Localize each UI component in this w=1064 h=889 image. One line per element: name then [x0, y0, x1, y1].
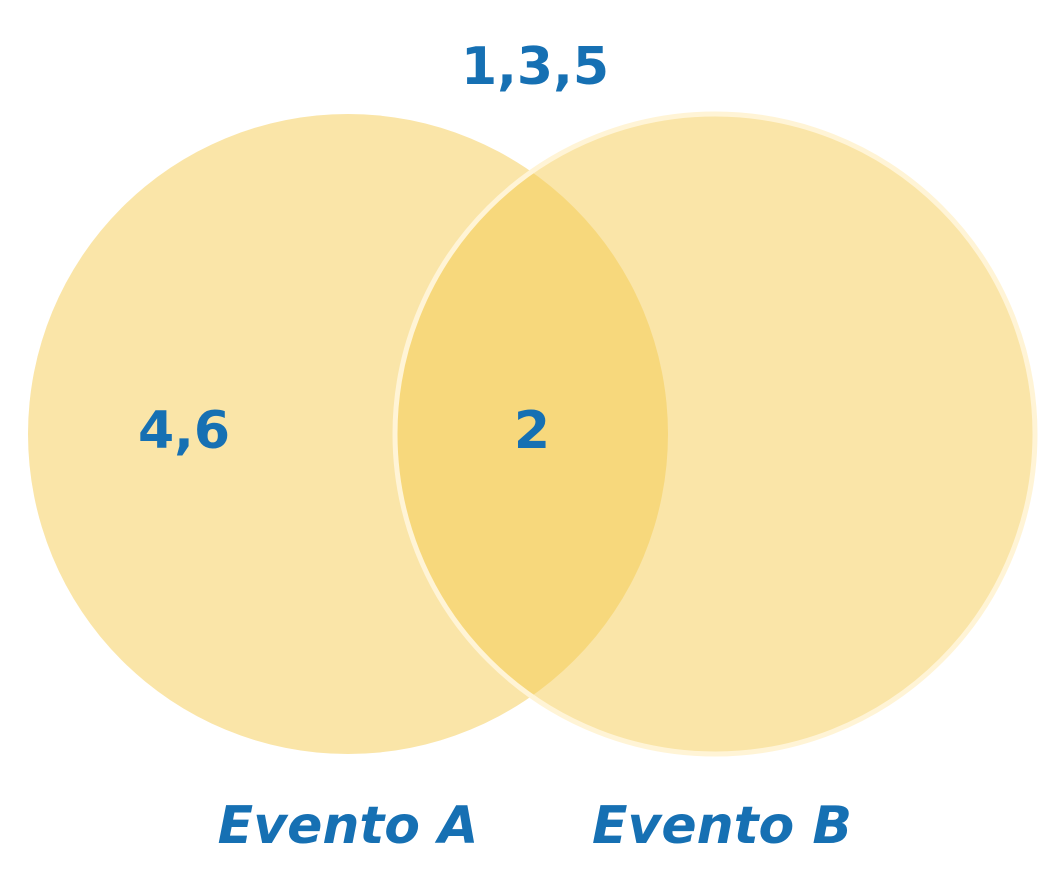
- intersection-region: [395, 114, 668, 754]
- circle-evento-b-edge: [392, 111, 1038, 757]
- set-b-label: Evento B: [592, 796, 852, 856]
- only-a-elements-label: 4,6: [138, 401, 230, 461]
- set-a-label: Evento A: [218, 796, 479, 856]
- outside-elements-label: 1,3,5: [461, 37, 609, 97]
- intersection-elements-label: 2: [514, 401, 550, 461]
